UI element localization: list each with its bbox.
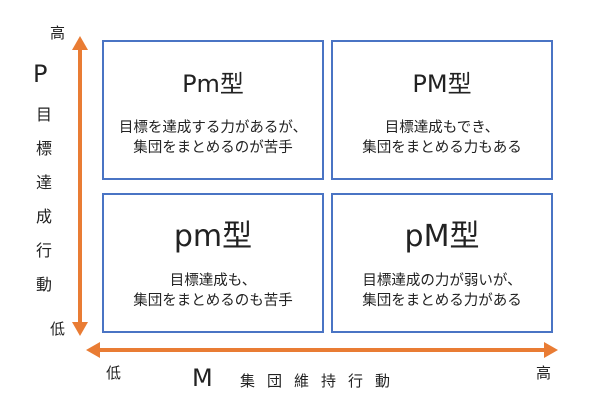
quadrant-description: 目標達成もでき、 集団をまとめる力もある: [333, 118, 551, 158]
quadrant-title: Pm型: [182, 70, 244, 98]
vertical-axis-arrow: [72, 36, 88, 336]
quadrant-title: pM型: [404, 219, 480, 254]
x-axis-low-label: 低: [106, 364, 122, 382]
quadrant-description: 目標を達成する力があるが、 集団をまとめるのが苦手: [104, 118, 322, 158]
quadrant-title: PM型: [412, 70, 472, 98]
y-axis-letter: P: [33, 60, 48, 88]
description-line: 集団をまとめる力もある: [362, 140, 522, 156]
description-line: 目標達成の力が弱いが、: [362, 273, 522, 289]
y-axis-high-label: 高: [50, 24, 66, 42]
y-axis-name-char: 動: [35, 275, 52, 294]
quadrant-description: 目標達成も、 集団をまとめるのも苦手: [104, 271, 322, 311]
x-axis-high-label: 高: [536, 364, 552, 382]
quadrant-pM: pM型 目標達成の力が弱いが、 集団をまとめる力がある: [331, 193, 553, 333]
y-axis-name-char: 標: [35, 139, 52, 158]
description-line: 目標達成もでき、: [384, 120, 500, 136]
x-axis-name: 集団維持行動: [240, 372, 403, 390]
quadrant-pm-upper: Pm型 目標を達成する力があるが、 集団をまとめるのが苦手: [102, 40, 324, 180]
y-axis-name-char: 目: [35, 105, 52, 124]
quadrant-title: pm型: [173, 219, 253, 254]
quadrant-PM: PM型 目標達成もでき、 集団をまとめる力もある: [331, 40, 553, 180]
description-line: 目標達成も、: [169, 273, 257, 289]
description-line: 集団をまとめる力がある: [362, 293, 522, 309]
quadrant-pm-lower: pm型 目標達成も、 集団をまとめるのも苦手: [102, 193, 324, 333]
x-axis-letter: M: [192, 364, 213, 392]
y-axis-name-char: 行: [35, 241, 52, 260]
y-axis-name-char: 成: [35, 207, 52, 226]
description-line: 集団をまとめるのが苦手: [133, 140, 293, 156]
description-line: 集団をまとめるのも苦手: [133, 293, 293, 309]
y-axis-name-char: 達: [35, 173, 52, 192]
horizontal-axis-arrow: [86, 342, 558, 358]
y-axis-name: 目 標 達 成 行 動: [34, 98, 54, 302]
description-line: 目標を達成する力があるが、: [118, 120, 308, 136]
quadrant-description: 目標達成の力が弱いが、 集団をまとめる力がある: [333, 271, 551, 311]
y-axis-low-label: 低: [50, 320, 66, 338]
